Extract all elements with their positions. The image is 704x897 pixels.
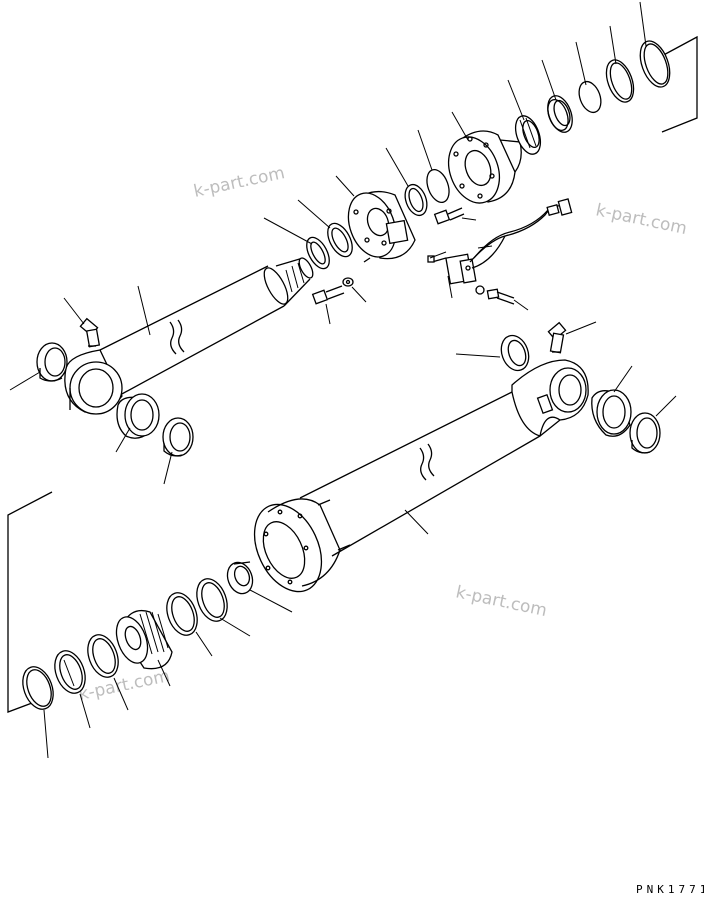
wear-ring-2 <box>327 222 353 258</box>
sensor-block <box>427 253 477 285</box>
dust-seal-rod-eye <box>162 417 194 457</box>
dust-seal-clevis <box>629 412 661 454</box>
washer <box>342 277 354 287</box>
cylinder-head-flange <box>347 190 416 263</box>
piston-seal-ring-1 <box>87 634 119 678</box>
bracket-top-right <box>644 35 698 133</box>
bushing-clevis <box>591 389 632 437</box>
piston-wear-ring <box>22 666 54 710</box>
sensor-cable <box>469 198 573 269</box>
rod-packing <box>514 115 542 155</box>
cylinder-head <box>447 130 522 204</box>
snap-ring <box>605 59 635 103</box>
o-ring-2 <box>426 169 450 203</box>
bushing-rod-eye <box>116 393 160 439</box>
buffer-ring <box>547 95 573 133</box>
watermark: k-part.com <box>594 200 689 239</box>
head-bolt <box>433 207 465 225</box>
o-ring-head <box>639 40 671 88</box>
grease-fitting-upper <box>79 317 101 348</box>
piston-seal-ring-2 <box>54 650 86 694</box>
mounting-bolt <box>311 285 345 305</box>
piston-ring-1 <box>196 578 228 622</box>
dust-seal-left <box>36 342 68 382</box>
o-ring-1 <box>404 183 428 217</box>
bracket-bottom-left <box>7 491 53 713</box>
wear-ring-1 <box>306 236 330 270</box>
backup-ring <box>578 80 602 114</box>
piston-rod <box>64 257 314 415</box>
watermark: k-part.com <box>454 582 549 621</box>
watermark: k-part.com <box>77 666 172 705</box>
sensor-bolt <box>475 285 515 305</box>
piston-nut <box>226 561 254 595</box>
watermark: k-part.com <box>192 163 287 202</box>
piston-ring-2 <box>166 592 198 636</box>
dust-seal-clevis-top <box>500 334 530 372</box>
drawing-code: PNK1771 <box>636 883 704 896</box>
leader-lines <box>9 1 677 759</box>
cylinder-tube <box>253 359 589 593</box>
grease-fitting-lower <box>547 321 567 354</box>
piston <box>115 609 173 670</box>
